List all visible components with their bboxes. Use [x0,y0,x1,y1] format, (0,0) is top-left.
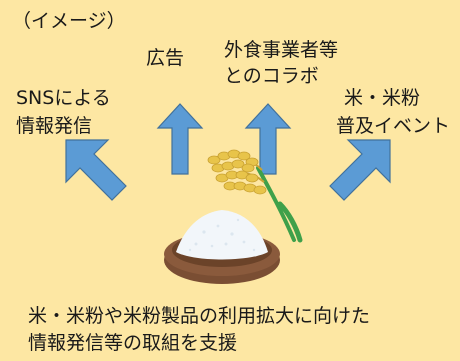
arrow-to-event [329,139,391,201]
item-collab-line2: とのコラボ [224,65,319,87]
footer-line1: 米・米粉や米粉製品の利用拡大に向けた [28,305,371,327]
item-sns-line1: SNSによる [16,87,111,109]
arrow-to-collab [244,103,292,175]
arrow-to-sns [65,139,127,201]
image-note: （イメージ） [12,10,126,32]
item-collab-line1: 外食事業者等 [224,39,339,61]
flour-bowl-icon [164,210,280,284]
rice-plant-icon [207,149,303,243]
item-sns-line2: 情報発信 [16,115,93,137]
footer-line2: 情報発信等の取組を支援 [28,332,238,354]
item-event-line2: 普及イベント [336,115,451,137]
item-event-line1: 米・米粉 [344,87,421,109]
item-ad-label: 広告 [146,47,185,69]
arrow-to-ad [156,103,204,175]
